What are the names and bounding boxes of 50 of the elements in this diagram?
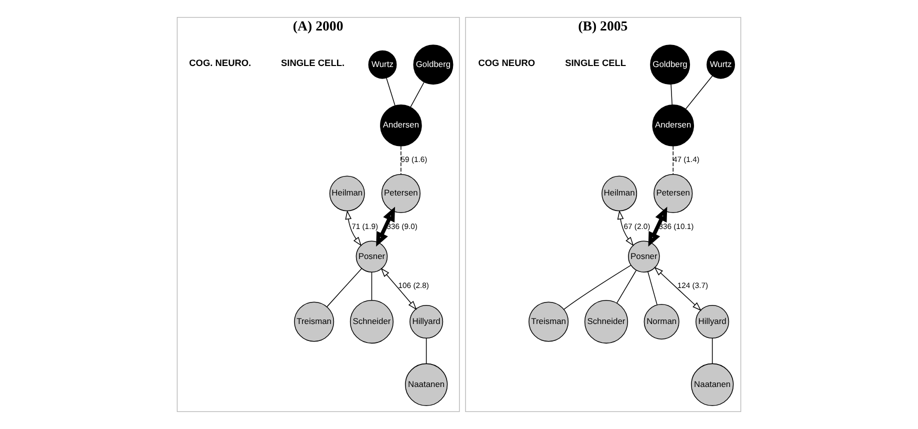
node-circle: Posner [628,240,660,272]
connector [648,271,658,306]
node-circle: Goldberg [413,44,454,85]
node-circle: Treisman [294,302,334,342]
arrow [654,266,702,311]
node-circle: Petersen [381,174,420,214]
connector [712,338,713,364]
arrow [648,206,668,247]
edge-label: 47 (1.4) [672,155,700,164]
node-circle: Naatanen [690,363,734,406]
edge-label: 106 (2.8) [398,281,429,290]
node-circle: Norman [644,304,680,340]
node-circle: Heilman [329,176,365,212]
connector [371,272,372,301]
connector [426,338,427,364]
label: COG NEURO [478,58,536,68]
connector [670,84,672,106]
label: COG. NEURO. [189,58,252,68]
node-circle: Hillyard [410,304,444,339]
node-circle: Hillyard [696,304,730,339]
node-circle: Schneider [350,300,394,344]
node-circle: Andersen [652,104,694,146]
node-circle: Schneider [584,300,628,344]
arrow [345,210,362,246]
node-circle: Treisman [528,302,569,342]
connector [616,270,637,304]
connector [400,146,402,175]
connector [410,82,424,108]
label: SINGLE CELL [565,58,626,68]
connector [386,78,396,106]
connector [326,268,362,308]
label: SINGLE CELL. [281,58,345,68]
arrow [617,210,634,246]
connector [564,264,632,310]
edge-label: 67 (2.0) [624,222,650,231]
node-circle: Heilman [602,176,638,212]
connector [672,146,674,175]
node-circle: Posner [356,240,388,272]
arrow [380,268,417,310]
edge-label: 71 (1.9) [352,222,378,231]
node-circle: Wurtz [368,50,397,79]
node-circle: Goldberg [650,44,690,85]
edge-label: 124 (3.7) [677,281,708,290]
node-circle: Wurtz [706,50,735,79]
arrow [376,206,396,247]
node-circle: Naatanen [404,363,448,406]
node-circle: Andersen [380,104,422,146]
connector [685,75,713,110]
edge-label: 59 (1.6) [400,155,428,164]
node-circle: Petersen [654,174,693,214]
